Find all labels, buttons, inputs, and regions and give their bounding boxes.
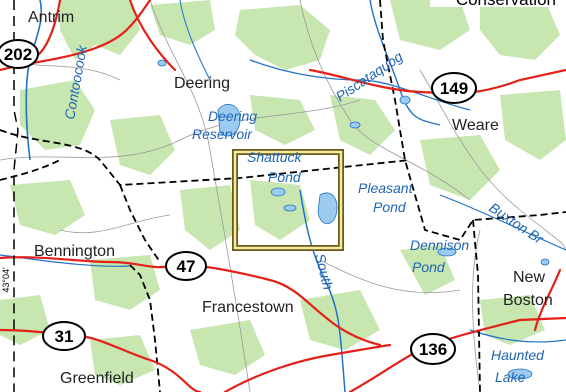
deering-reservoir [217, 103, 241, 137]
forest-patch [150, 0, 215, 45]
place-new: New [513, 269, 545, 286]
road [128, 0, 177, 72]
water-lake: Lake [495, 369, 526, 385]
place-francestown: Francestown [202, 299, 294, 316]
pleasant-pond [317, 192, 338, 225]
small-pond [349, 121, 361, 129]
minor-road [319, 259, 461, 293]
water-shattuck: Shattuck [247, 149, 302, 165]
minor-road [472, 229, 481, 392]
forest-patch [20, 80, 95, 150]
forest-patch [90, 335, 155, 385]
route-136-shield [410, 333, 456, 365]
water-bodies [157, 59, 550, 380]
forest-patch [480, 295, 545, 345]
boundary-line [472, 219, 481, 392]
place-labels: Antrim Deering Weare Bennington Francest… [28, 9, 553, 387]
route-202-shield [0, 39, 39, 69]
small-pond [157, 59, 167, 67]
forest-patch [10, 180, 85, 235]
latitude-label: 43°04' [1, 267, 11, 293]
minor-road [59, 214, 171, 234]
boundary-line [119, 184, 161, 263]
water-reservoir: Reservoir [192, 126, 253, 142]
header-strip [430, 0, 566, 7]
forest-patch [390, 0, 470, 50]
forest-patch [480, 0, 560, 60]
route-31-shield [42, 321, 86, 351]
route-149-label: 149 [440, 79, 468, 98]
route-labels: 202 149 47 31 136 [4, 45, 468, 359]
haunted-lake [507, 368, 533, 380]
left-boundary [13, 0, 19, 392]
place-bennington: Bennington [34, 243, 115, 260]
water-pleasant: Pleasant [358, 180, 414, 196]
forest-patch [250, 180, 310, 240]
left-edge [13, 0, 19, 392]
minor-road [299, 0, 471, 201]
minor-road [0, 99, 361, 161]
forest-patch [180, 185, 240, 250]
small-pond [399, 95, 411, 105]
forest-patch [500, 90, 566, 160]
buxton-brook [439, 194, 566, 251]
forest-patch [190, 320, 265, 375]
stream [179, 0, 211, 81]
route-202-label: 202 [4, 45, 32, 64]
route-47-shield [165, 251, 207, 281]
minor-road [149, 0, 251, 392]
route-136-label: 136 [419, 340, 447, 359]
route-31-label: 31 [55, 327, 74, 346]
forest-patch [235, 5, 330, 70]
piscataquog-river [249, 59, 471, 111]
place-boston: Boston [503, 292, 553, 309]
place-deering: Deering [174, 75, 230, 92]
boundary-line [379, 0, 566, 242]
place-greenfield: Greenfield [60, 370, 134, 387]
road [533, 268, 562, 332]
road [223, 343, 392, 392]
south-branch-river [299, 189, 346, 392]
water-shattuck-pond: Pond [268, 169, 302, 185]
route-47-label: 47 [177, 257, 196, 276]
shattuck-pond [270, 187, 286, 197]
quad-frame-inner [233, 150, 343, 250]
route-149-shield [431, 72, 477, 104]
forest-patch [400, 245, 455, 295]
forest-patch [300, 290, 380, 350]
forest-patch [60, 0, 140, 60]
water-pleasant-pond: Pond [373, 199, 407, 215]
place-weare: Weare [452, 117, 499, 134]
header-right-text: Conservation [456, 0, 556, 9]
forest-patch [250, 95, 315, 145]
small-pond [283, 204, 297, 212]
forest-patch [90, 255, 160, 310]
dennison-pond [437, 247, 457, 257]
route-shields [0, 39, 477, 365]
water-haunted: Haunted [491, 347, 545, 363]
forest-patch [330, 95, 395, 155]
water-dennison-pond: Pond [412, 259, 446, 275]
boundary-line [0, 129, 411, 186]
boundary-line [0, 159, 61, 181]
place-antrim: Antrim [28, 9, 74, 26]
water-dennison: Dennison [410, 237, 469, 253]
forest-patch [420, 135, 500, 200]
quad-frame [232, 149, 344, 251]
small-pond [540, 258, 550, 266]
route-149-road [308, 68, 566, 95]
minor-road [419, 69, 566, 251]
forest-patch [110, 115, 175, 175]
water-deering: Deering [208, 108, 257, 124]
